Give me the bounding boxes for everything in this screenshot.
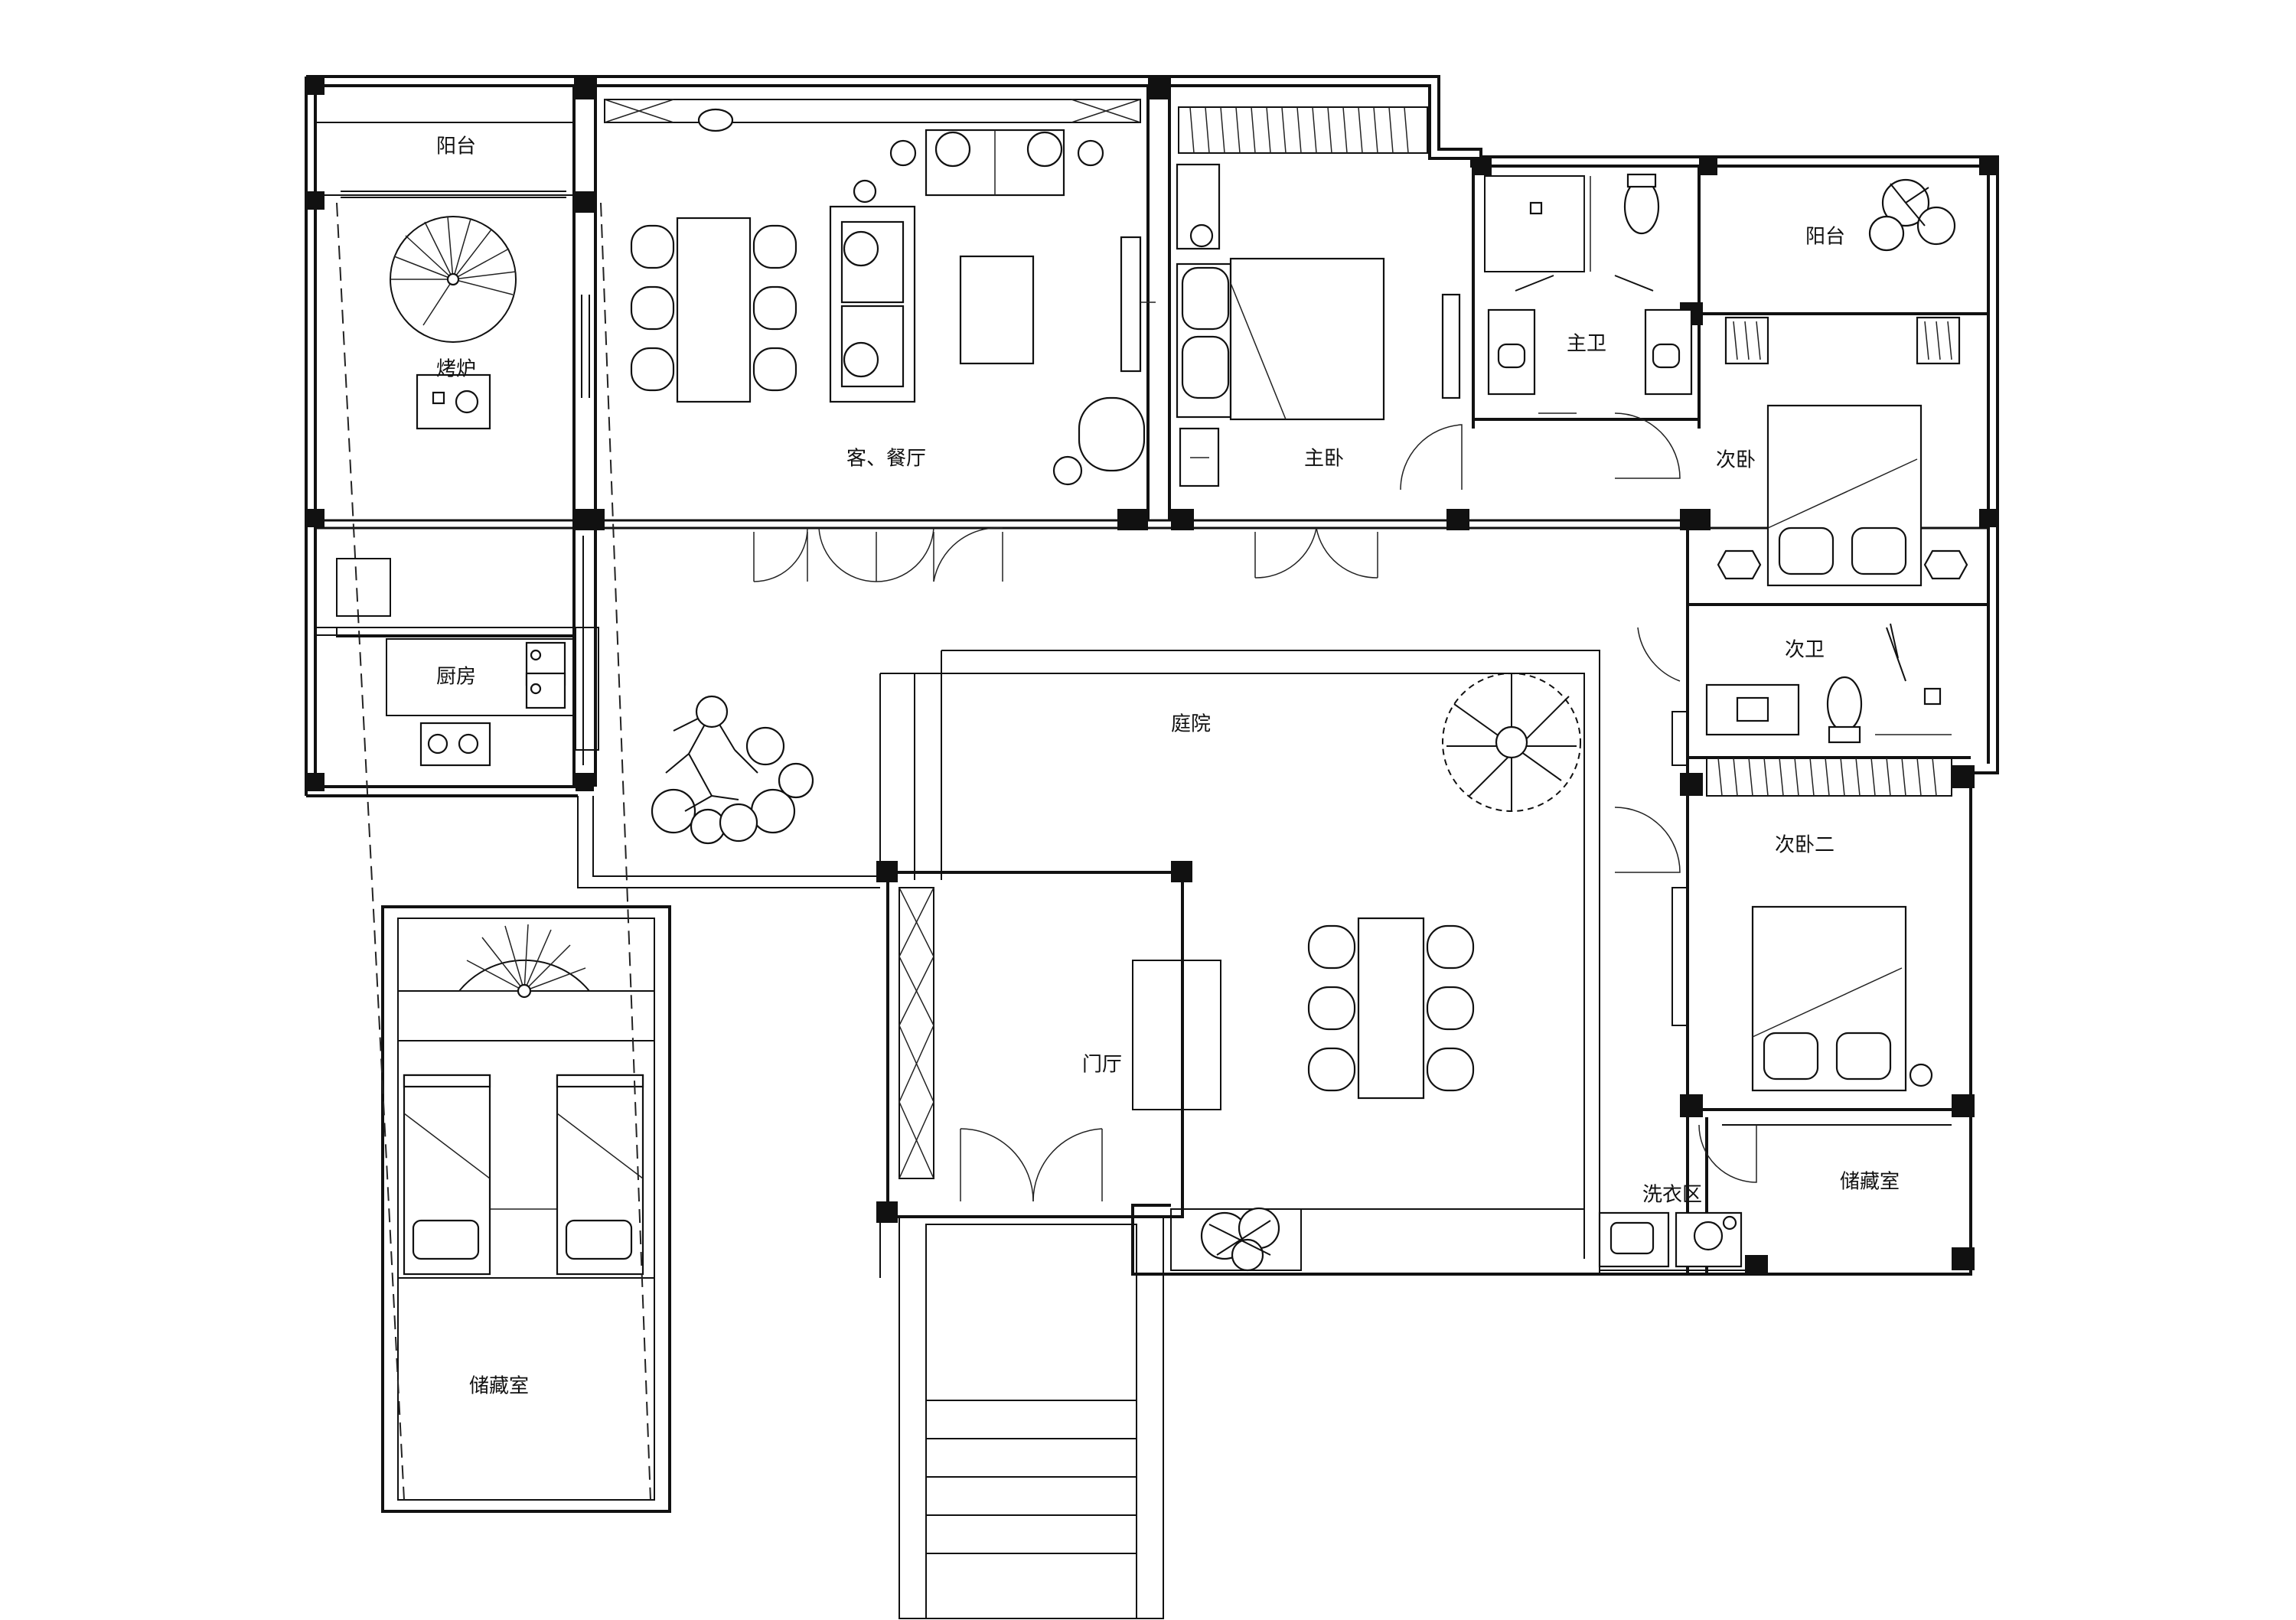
living-dining-furniture	[604, 99, 1156, 582]
label-laundry: 洗衣区	[1642, 1184, 1702, 1207]
plant-balcony-east	[1868, 178, 1956, 252]
laundry-fixtures	[1598, 1211, 1768, 1271]
plant-courtyard-south	[1200, 1207, 1280, 1272]
label-storage-east: 储藏室	[1840, 1171, 1900, 1194]
label-balcony-east: 阳台	[1805, 226, 1845, 249]
second-bath-fixtures	[1637, 623, 1952, 766]
label-storage-lower: 储藏室	[469, 1375, 529, 1398]
terrace-edges	[577, 650, 1600, 1275]
label-foyer: 门厅	[1082, 1054, 1122, 1077]
label-master-bedroom: 主卧	[1304, 448, 1344, 471]
foyer-structure	[879, 871, 1221, 1619]
label-second-bedroom-two: 次卧二	[1775, 834, 1835, 857]
room-labels: 阳台 烤炉 厨房 客、餐厅 主卧 主卫 阳台 次卧 次卫 次卧二 庭院 门厅 洗…	[436, 135, 1900, 1398]
second-bedroom-two-furniture	[1614, 757, 1952, 1183]
plant-garden-west	[651, 695, 814, 845]
master-bedroom-furniture	[1176, 106, 1463, 579]
label-living-dining: 客、餐厅	[846, 448, 926, 471]
label-balcony-west: 阳台	[436, 135, 476, 158]
label-kitchen: 厨房	[436, 666, 476, 689]
label-courtyard: 庭院	[1171, 713, 1211, 736]
label-second-bedroom: 次卧	[1716, 449, 1756, 472]
label-oven: 烤炉	[436, 358, 476, 381]
second-bedroom-furniture	[1614, 316, 1968, 587]
plant-garden-east	[1442, 673, 1581, 812]
west-wing-furniture	[336, 191, 599, 767]
master-bath-fixtures	[1484, 173, 1693, 414]
label-master-bath: 主卫	[1567, 333, 1606, 356]
lower-annex	[336, 202, 671, 1513]
label-second-bath: 次卫	[1785, 639, 1825, 662]
courtyard-furniture	[1170, 917, 1584, 1271]
